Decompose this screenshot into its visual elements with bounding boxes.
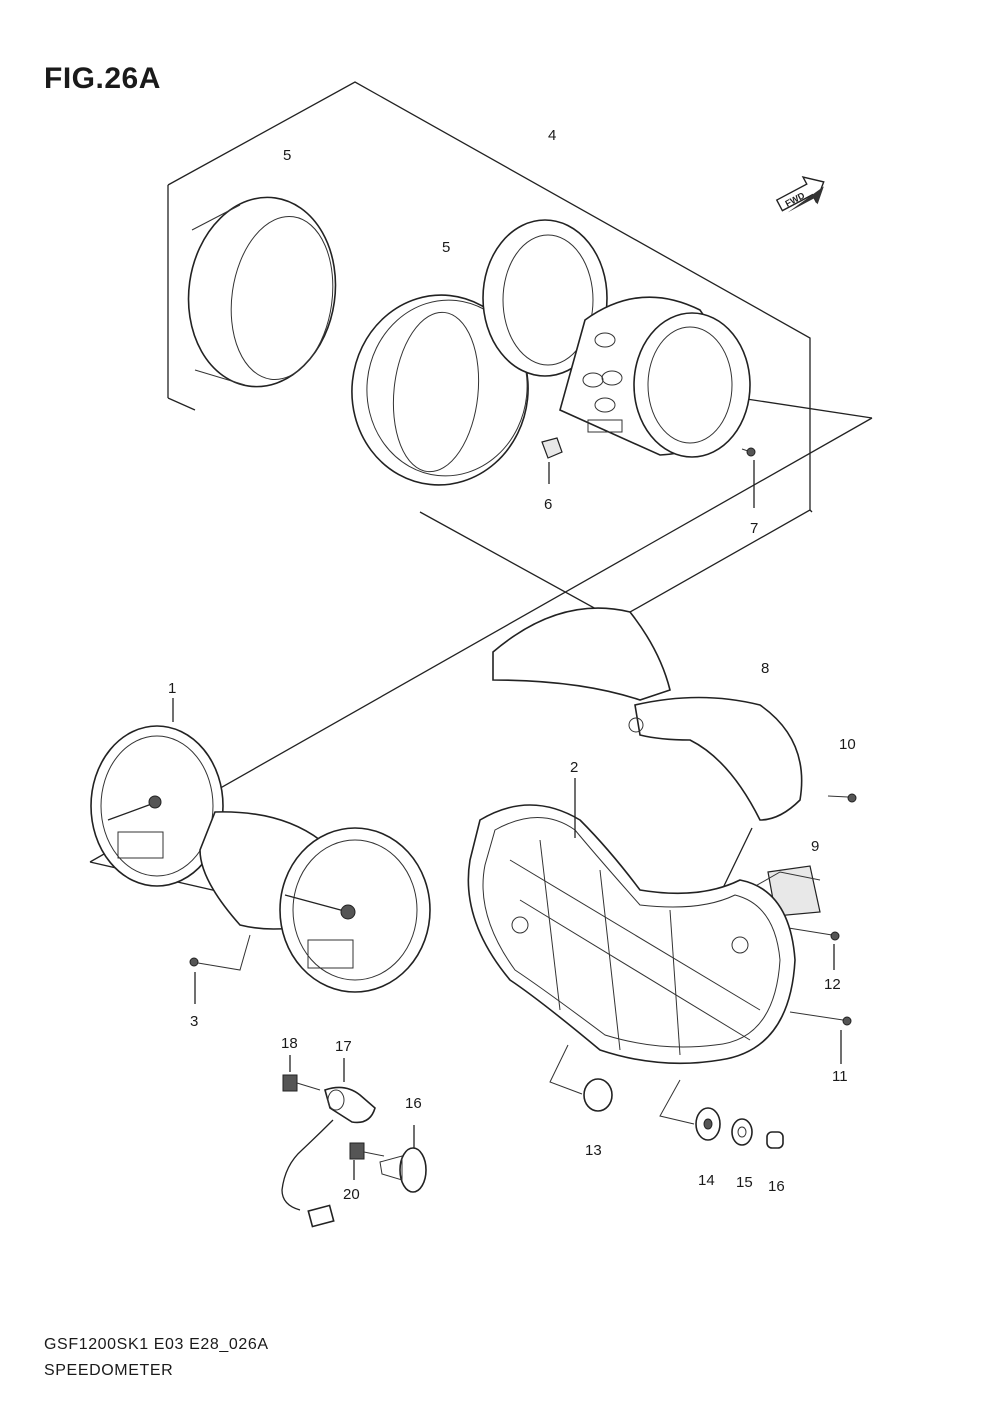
- part-7-screw: [741, 447, 756, 508]
- part-17-socket: [379, 1125, 427, 1193]
- callout-9: 9: [811, 838, 819, 855]
- model-code: GSF1200SK1 E03 E28_026A: [44, 1336, 269, 1353]
- part-3-screw: [189, 934, 251, 1004]
- callout-19: 18: [281, 1035, 298, 1052]
- part-5-bezel-ring-left: [187, 196, 337, 388]
- forward-arrow-icon: FWD: [775, 176, 825, 213]
- callout-5-left: 5: [283, 147, 291, 164]
- callout-7: 7: [750, 520, 758, 537]
- callout-11: 11: [832, 1068, 848, 1085]
- callout-10: 10: [839, 736, 856, 753]
- part-1-meter-assembly: [90, 698, 431, 993]
- part-11-screw: [789, 1011, 852, 1064]
- part-15-washer: [731, 1118, 753, 1146]
- part-20-bulb: [349, 1142, 385, 1180]
- callout-13: 13: [585, 1142, 602, 1159]
- callout-12: 12: [824, 976, 841, 993]
- figure-title: FIG.26A: [44, 62, 161, 95]
- callout-1: 1: [168, 680, 176, 697]
- part-12-screw: [769, 924, 840, 970]
- callout-2: 2: [570, 759, 578, 776]
- part-16-collar: [766, 1131, 784, 1149]
- part-13-grommet: [549, 1044, 613, 1112]
- part-5-bezel-ring-right: [351, 294, 529, 486]
- part-10-screw: [827, 793, 857, 803]
- part-2-lower-case: [467, 778, 796, 1065]
- part-6-knob: [541, 437, 563, 484]
- callout-18: 17: [335, 1038, 352, 1055]
- part-14-grommet: [659, 1079, 721, 1141]
- callout-16: 16: [768, 1178, 785, 1195]
- part-19-bolt: [282, 1055, 321, 1092]
- callout-3: 3: [190, 1013, 198, 1030]
- callout-14: 14: [698, 1172, 715, 1189]
- callout-4: 4: [548, 127, 556, 144]
- part-18-bulb-harness: [281, 1058, 376, 1228]
- callout-labels: 4 5 5 6 7 1 8 10 2 9 12 3 18 17 11 16 13…: [168, 127, 856, 1203]
- callout-20: 20: [343, 1186, 360, 1203]
- callout-6: 6: [544, 496, 552, 513]
- part-8-visor-cover: [492, 607, 803, 891]
- callout-17: 16: [405, 1095, 422, 1112]
- callout-5-right: 5: [442, 239, 450, 256]
- part-4-meter-case: [482, 219, 751, 458]
- callout-8: 8: [761, 660, 769, 677]
- section-name: SPEEDOMETER: [44, 1362, 174, 1379]
- callout-15: 15: [736, 1174, 753, 1191]
